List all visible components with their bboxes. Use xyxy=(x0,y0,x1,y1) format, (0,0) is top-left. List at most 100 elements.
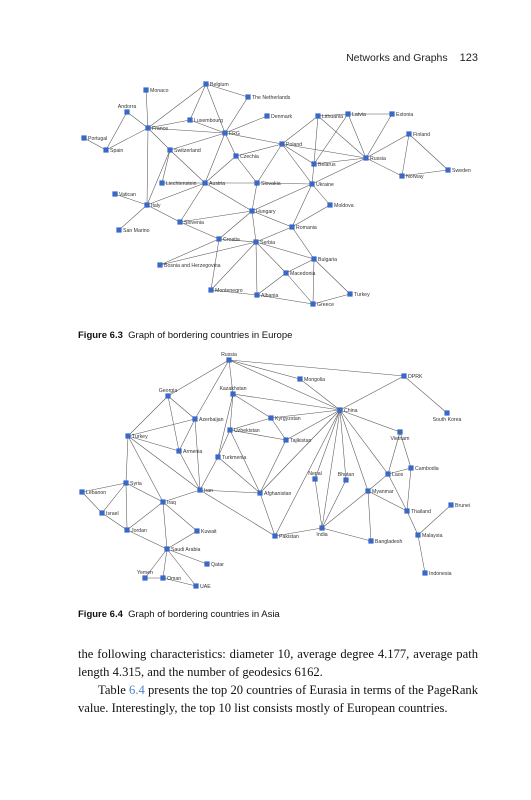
node-label-belgium: Belgium xyxy=(210,82,229,88)
edge-kazakhstan-turkmenia xyxy=(217,393,234,458)
edge-luxembourg-france xyxy=(147,119,191,129)
edge-kazakhstan-kyrgyzstan xyxy=(232,393,272,419)
node-label-malaysia: Malaysia xyxy=(422,533,443,539)
figure-caption: Figure 6.4 Graph of bordering countries … xyxy=(78,609,280,620)
edge-portugal-spain xyxy=(83,137,107,151)
edge-lithuania-belarus xyxy=(313,115,319,165)
edge-romania-bulgaria xyxy=(291,226,315,260)
node-thailand xyxy=(404,508,410,514)
edge-uzbekistan-turkmenia xyxy=(217,429,231,458)
edge-frg-austria xyxy=(204,132,226,184)
node-frg xyxy=(222,130,228,136)
node-russia xyxy=(363,155,369,161)
edge-montenegro-albania xyxy=(210,289,258,296)
node-turkmenia xyxy=(215,454,221,460)
edge-poland-russia xyxy=(281,143,367,159)
node-label-kuwait: Kuwait xyxy=(201,529,217,535)
edge-slovakia-ukraine xyxy=(256,182,313,185)
edge-serbia-bulgaria xyxy=(255,241,315,260)
edge-hungary-croatia xyxy=(218,210,253,240)
edge-czechia-slovakia xyxy=(235,155,258,184)
node-label-uzbekistan: Uzbekistan xyxy=(234,428,260,434)
edge-azerbaijan-turkey xyxy=(127,418,196,437)
edge-saudi-arabia-qatar xyxy=(166,548,208,565)
edge-uzbekistan-tajikistan xyxy=(229,429,287,441)
edge-switzerland-italy xyxy=(146,149,171,206)
edge-russia-dprk xyxy=(228,359,405,377)
edge-armenia-iran xyxy=(178,450,201,491)
node-laos xyxy=(385,471,391,477)
node-switzerland xyxy=(167,147,173,153)
edge-iraq-saudi-arabia xyxy=(162,501,168,550)
node-label-jordan: Jordan xyxy=(131,528,147,534)
edge-andorra-spain xyxy=(105,111,128,151)
node-label-estonia: Estonia xyxy=(396,112,413,118)
edge-france-italy xyxy=(146,127,149,206)
edge-croatia-bosnia-and-herzegovina xyxy=(159,238,220,266)
edge-austria-slovenia xyxy=(179,182,206,223)
node-label-portugal: Portugal xyxy=(88,136,107,142)
edge-myanmar-thailand xyxy=(367,490,408,512)
node-label-bosnia-and-herzegovina: Bosnia and Herzegovina xyxy=(164,263,221,269)
edge-turkmenia-iran xyxy=(199,456,219,491)
edge-poland-ukraine xyxy=(281,143,313,185)
node-label-ukraine: Ukraine xyxy=(316,182,334,188)
node-label-switzerland: Switzerland xyxy=(174,148,201,154)
edge-latvia-russia xyxy=(347,113,367,159)
paragraph-start: Table xyxy=(98,683,130,697)
node-kazakhstan xyxy=(230,391,236,397)
edge-belgium-france xyxy=(147,83,207,129)
node-yemen xyxy=(142,575,148,581)
edge-bulgaria-macedonia xyxy=(285,258,315,274)
figure-label: Figure 6.4 xyxy=(78,609,123,620)
edge-china-nepal xyxy=(314,409,341,480)
node-uae xyxy=(193,583,199,589)
edge-tajikistan-china xyxy=(285,409,341,441)
node-bhutan xyxy=(343,477,349,483)
edge-moldova-romania xyxy=(291,204,331,228)
node-label-nepal: Nepal xyxy=(308,471,322,477)
node-label-south-korea: South Korea xyxy=(433,417,462,423)
node-label-kazakhstan: Kazakhstan xyxy=(219,386,246,392)
edge-switzerland-austria xyxy=(169,149,206,184)
edge-albania-greece xyxy=(256,294,314,305)
node-turkey xyxy=(125,433,131,439)
node-label-croatia: Croatia xyxy=(223,237,240,243)
node-label-macedonia: Macedonia xyxy=(290,271,315,277)
edge-lebanon-israel xyxy=(81,491,103,514)
node-label-syria: Syria xyxy=(130,481,142,487)
edge-andorra-france xyxy=(126,111,149,129)
edge-turkey-syria xyxy=(125,435,129,484)
edge-turkey-iran xyxy=(127,435,201,491)
node-italy xyxy=(144,202,150,208)
node-hungary xyxy=(249,208,255,214)
edge-austria-italy xyxy=(146,182,206,206)
edge-dprk-china xyxy=(339,375,405,411)
node-label-brunei: Brunei xyxy=(455,503,470,509)
node-label-luxembourg: Luxembourg xyxy=(194,118,223,124)
edge-afghanistan-pakistan xyxy=(259,492,276,537)
node-label-china: China xyxy=(344,408,358,414)
edge-syria-jordan xyxy=(125,482,128,531)
node-label-vietnam: Vietnam xyxy=(391,436,410,442)
table-reference[interactable]: 6.4 xyxy=(129,683,145,697)
node-label-poland: Poland xyxy=(286,142,302,148)
edge-austria-czechia xyxy=(204,155,237,184)
node-armenia xyxy=(176,448,182,454)
edge-turkey-iraq xyxy=(127,435,164,503)
node-cambodia xyxy=(408,465,414,471)
edge-bulgaria-turkey xyxy=(313,258,351,295)
edge-italy-slovenia xyxy=(146,204,181,223)
node-france xyxy=(145,125,151,131)
edge-france-switzerland xyxy=(147,127,171,151)
node-romania xyxy=(289,224,295,230)
edge-saudi-arabia-oman xyxy=(162,548,168,579)
node-austria xyxy=(202,180,208,186)
node-label-albania: Albania xyxy=(261,293,278,299)
edge-lithuania-latvia xyxy=(317,113,349,117)
edge-laos-thailand xyxy=(387,473,408,512)
node-label-vatican: Vatican xyxy=(119,192,136,198)
